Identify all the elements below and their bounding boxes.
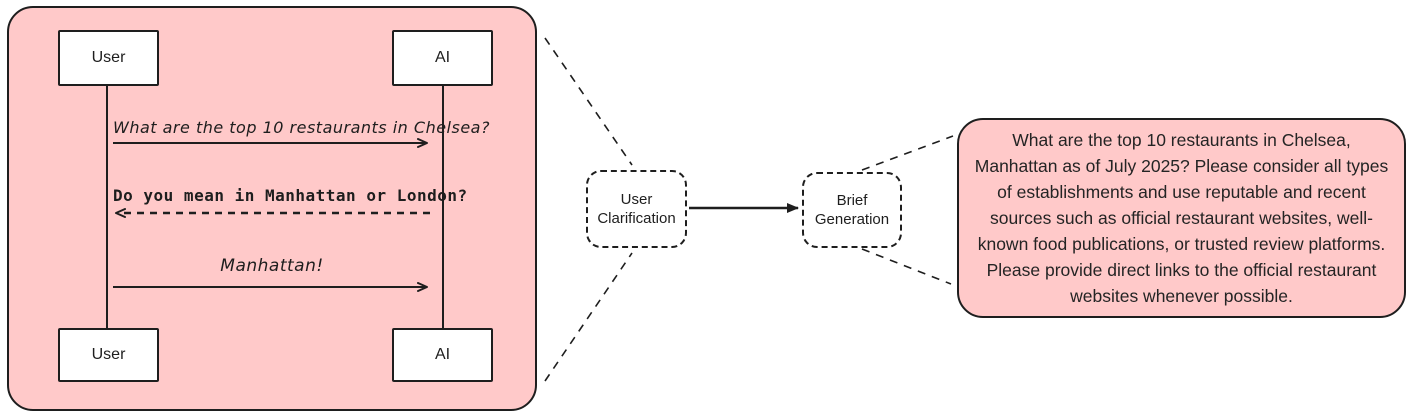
user-clarification-label: User Clarification	[597, 191, 676, 227]
connector-left-bottom	[544, 252, 633, 382]
message-2-label: Do you mean in Manhattan or London?	[113, 186, 468, 205]
connector-left-top	[544, 37, 633, 166]
message-3-label: Manhattan!	[220, 256, 324, 276]
actor-box-ai-bottom: AI	[392, 328, 493, 382]
brief-generation-label: Brief Generation	[814, 192, 890, 228]
actor-box-user-bottom: User	[58, 328, 159, 382]
actor-box-ai-top: AI	[392, 30, 493, 86]
connector-right-bottom	[861, 248, 952, 285]
brief-text-panel: What are the top 10 restaurants in Chels…	[957, 118, 1406, 318]
actor-label: AI	[434, 49, 451, 66]
brief-generation-node: Brief Generation	[802, 172, 902, 248]
actor-box-user-top: User	[58, 30, 159, 86]
user-clarification-node: User Clarification	[586, 170, 687, 248]
brief-text: What are the top 10 restaurants in Chels…	[974, 130, 1389, 306]
actor-label: User	[91, 346, 126, 363]
actor-label: User	[91, 49, 126, 66]
connector-right-top	[861, 135, 954, 171]
actor-label: AI	[434, 346, 451, 363]
message-1-label: What are the top 10 restaurants in Chels…	[113, 118, 490, 137]
